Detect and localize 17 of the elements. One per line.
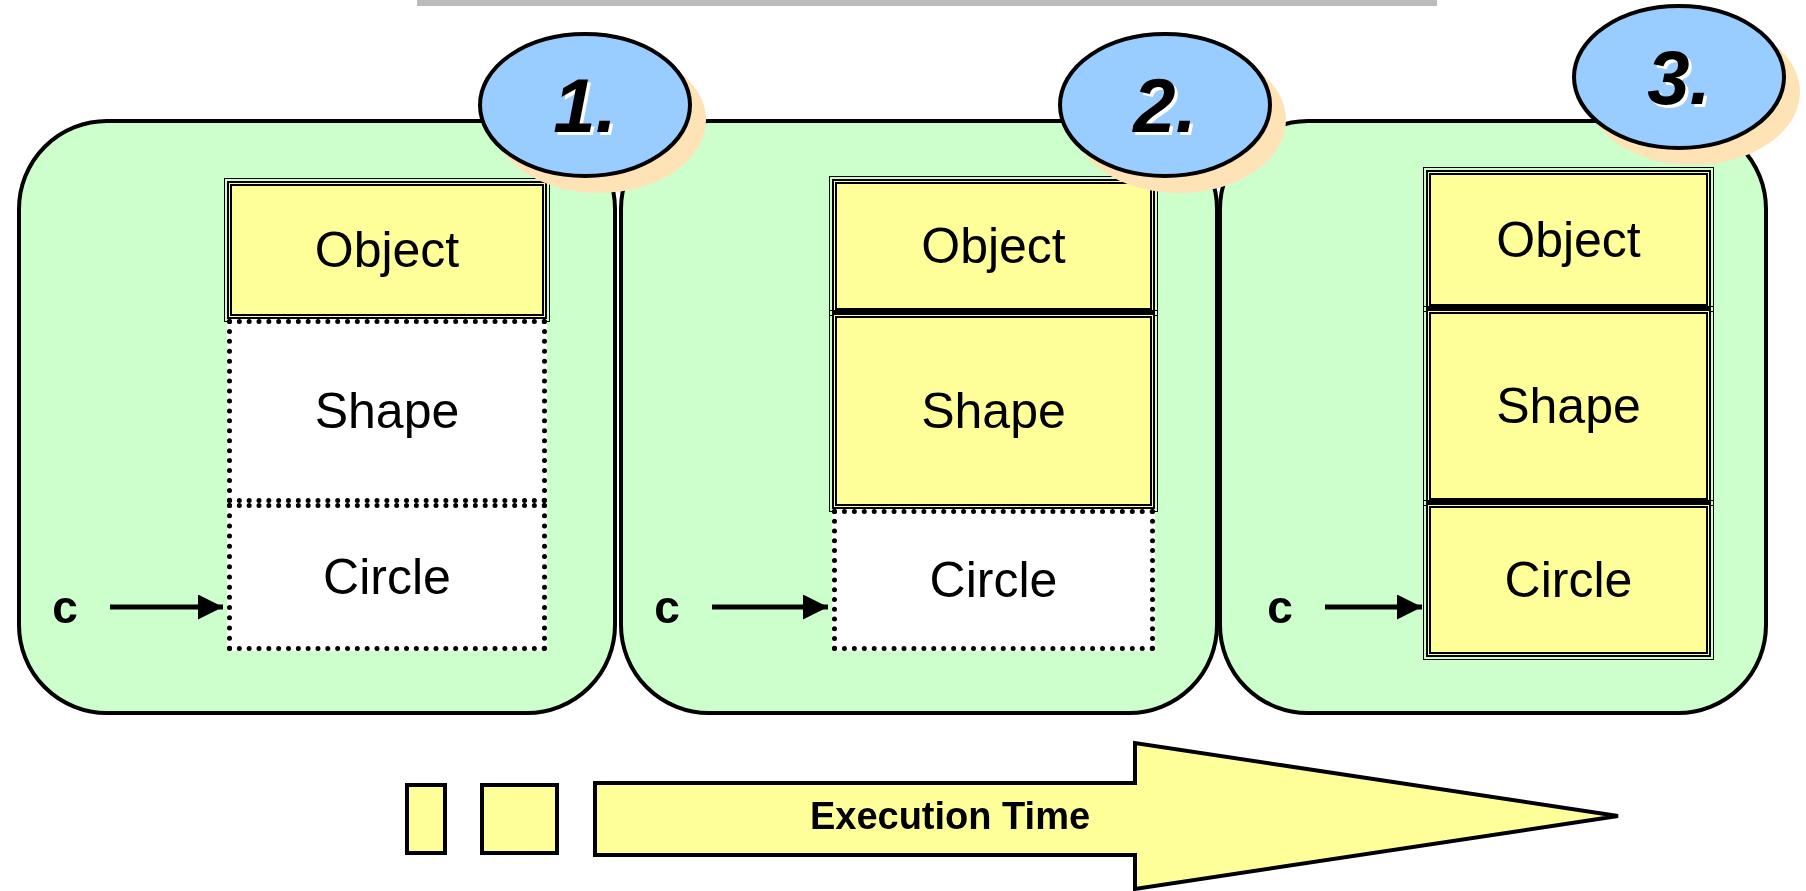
class-box: Shape [832,313,1155,509]
variable-label: c [40,575,90,639]
dotted-class-box: Circle [832,509,1155,651]
dotted-class-box: Circle [227,503,547,651]
class-box: Object [832,179,1155,313]
dotted-class-box: Shape [227,319,547,503]
panel-background [1218,119,1768,715]
arrow [1325,594,1422,620]
arrow [712,594,828,620]
class-box: Shape [1426,309,1711,503]
class-box: Object [1426,170,1711,309]
class-box: Object [227,181,547,319]
variable-label: c [1255,575,1305,639]
arrow [110,594,223,620]
class-box: Circle [1426,503,1711,657]
block-arrow: Execution Time [593,740,1620,891]
variable-label: c [642,575,692,639]
